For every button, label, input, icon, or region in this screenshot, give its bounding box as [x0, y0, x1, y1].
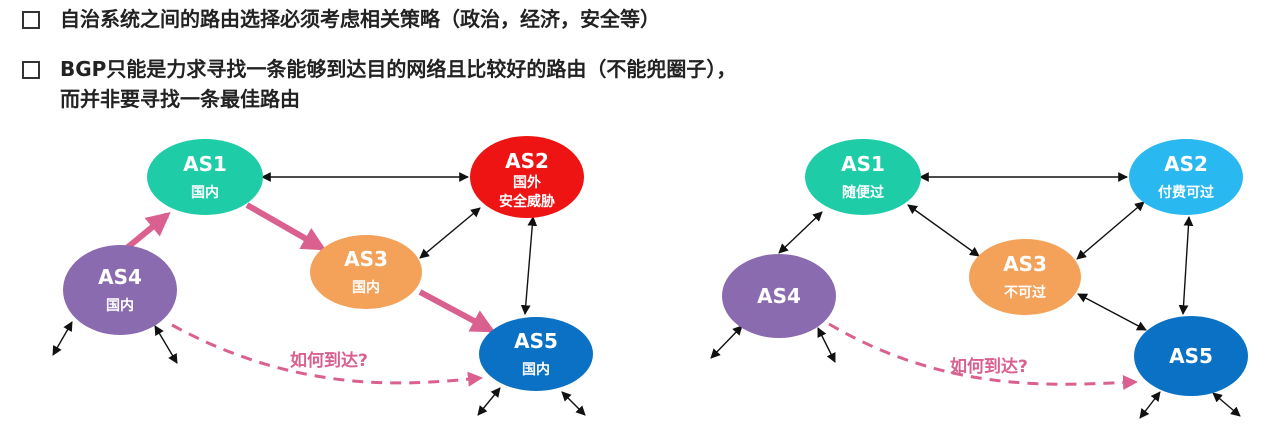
node-name: AS2: [1164, 152, 1208, 176]
node-sublabel: 国内: [191, 184, 219, 201]
node-sublabel: 国内: [352, 279, 380, 296]
node-sublabel: 随便过: [842, 184, 884, 201]
bidirectional-link-arrow: [520, 216, 538, 315]
external-link-arrow: [477, 387, 501, 416]
node-name: AS5: [1169, 344, 1213, 368]
as5-node: AS5 国内: [479, 317, 593, 391]
as3-node: AS3 不可过: [969, 239, 1081, 315]
node-sublabel: 付费可过: [1158, 184, 1214, 201]
bidirectional-link-arrow: [1076, 201, 1145, 260]
query-route-arrow: [171, 323, 483, 387]
node-name: AS4: [757, 284, 801, 308]
as4-node-shape: [722, 254, 836, 338]
external-link-arrow: [154, 325, 178, 364]
bullet-text-line: 而并非要寻找一条最佳路由: [60, 87, 300, 111]
bullet-text-line: 自治系统之间的路由选择必须考虑相关策略（政治，经济，安全等）: [60, 7, 660, 31]
node-name: AS4: [98, 265, 142, 289]
node-name: AS1: [841, 152, 885, 176]
as5-node: AS5: [1134, 316, 1248, 396]
node-sublabel: 国内: [522, 361, 550, 378]
bidirectional-link-arrow: [778, 211, 823, 254]
query-route-arrow: [828, 322, 1138, 390]
node-name: AS3: [344, 247, 388, 271]
as5-node-shape: [479, 317, 593, 391]
as2-node-shape: [1129, 139, 1243, 215]
as3-node-shape: [969, 239, 1081, 315]
as5-node-shape: [1134, 316, 1248, 396]
bidirectional-link-arrow: [907, 204, 980, 257]
node-name: AS1: [183, 152, 227, 176]
as4-node: AS4: [722, 254, 836, 338]
as3-node-shape: [310, 235, 422, 309]
external-link-arrow: [52, 321, 73, 356]
as2-node-shape: [470, 136, 584, 218]
bullet-item-2: BGP只能是力求寻找一条能够到达目的网络且比较好的路由（不能兜圈子）， 而并非要…: [22, 54, 736, 114]
checkbox-icon: [22, 11, 40, 29]
how-to-reach-label: 如何到达?: [950, 356, 1028, 377]
as4-node: AS4 国内: [63, 245, 177, 335]
node-sublabel: 国外: [513, 174, 541, 191]
node-sublabel: 安全威胁: [499, 193, 555, 210]
node-sublabel: 国内: [106, 297, 134, 314]
how-to-reach-label: 如何到达?: [290, 350, 368, 371]
as4-node-shape: [63, 245, 177, 335]
selected-route-arrow: [418, 289, 496, 333]
bidirectional-link-arrow: [1178, 216, 1194, 315]
external-link-arrow: [561, 391, 586, 416]
node-name: AS2: [505, 149, 549, 173]
as3-node: AS3 国内: [310, 235, 422, 309]
bullet-text-line: BGP只能是力求寻找一条能够到达目的网络且比较好的路由（不能兜圈子），: [60, 57, 737, 81]
node-name: AS3: [1003, 252, 1047, 276]
as1-node-shape: [147, 139, 263, 215]
external-link-arrow: [710, 325, 743, 359]
external-link-arrow: [817, 327, 836, 363]
bidirectional-link-arrow: [1077, 293, 1147, 331]
node-sublabel: 不可过: [1004, 284, 1046, 301]
as1-node-shape: [805, 139, 921, 215]
node-name: AS5: [514, 329, 558, 353]
checkbox-icon: [22, 61, 40, 79]
external-link-arrow: [1212, 392, 1241, 417]
as1-node: AS1 随便过: [805, 139, 921, 215]
bullet-item-1: 自治系统之间的路由选择必须考虑相关策略（政治，经济，安全等）: [22, 4, 660, 34]
as1-node: AS1 国内: [147, 139, 263, 215]
external-link-arrow: [1139, 391, 1161, 419]
bidirectional-link-arrow: [419, 207, 481, 259]
selected-route-arrow: [245, 202, 327, 251]
as2-node: AS2 付费可过: [1129, 139, 1243, 215]
